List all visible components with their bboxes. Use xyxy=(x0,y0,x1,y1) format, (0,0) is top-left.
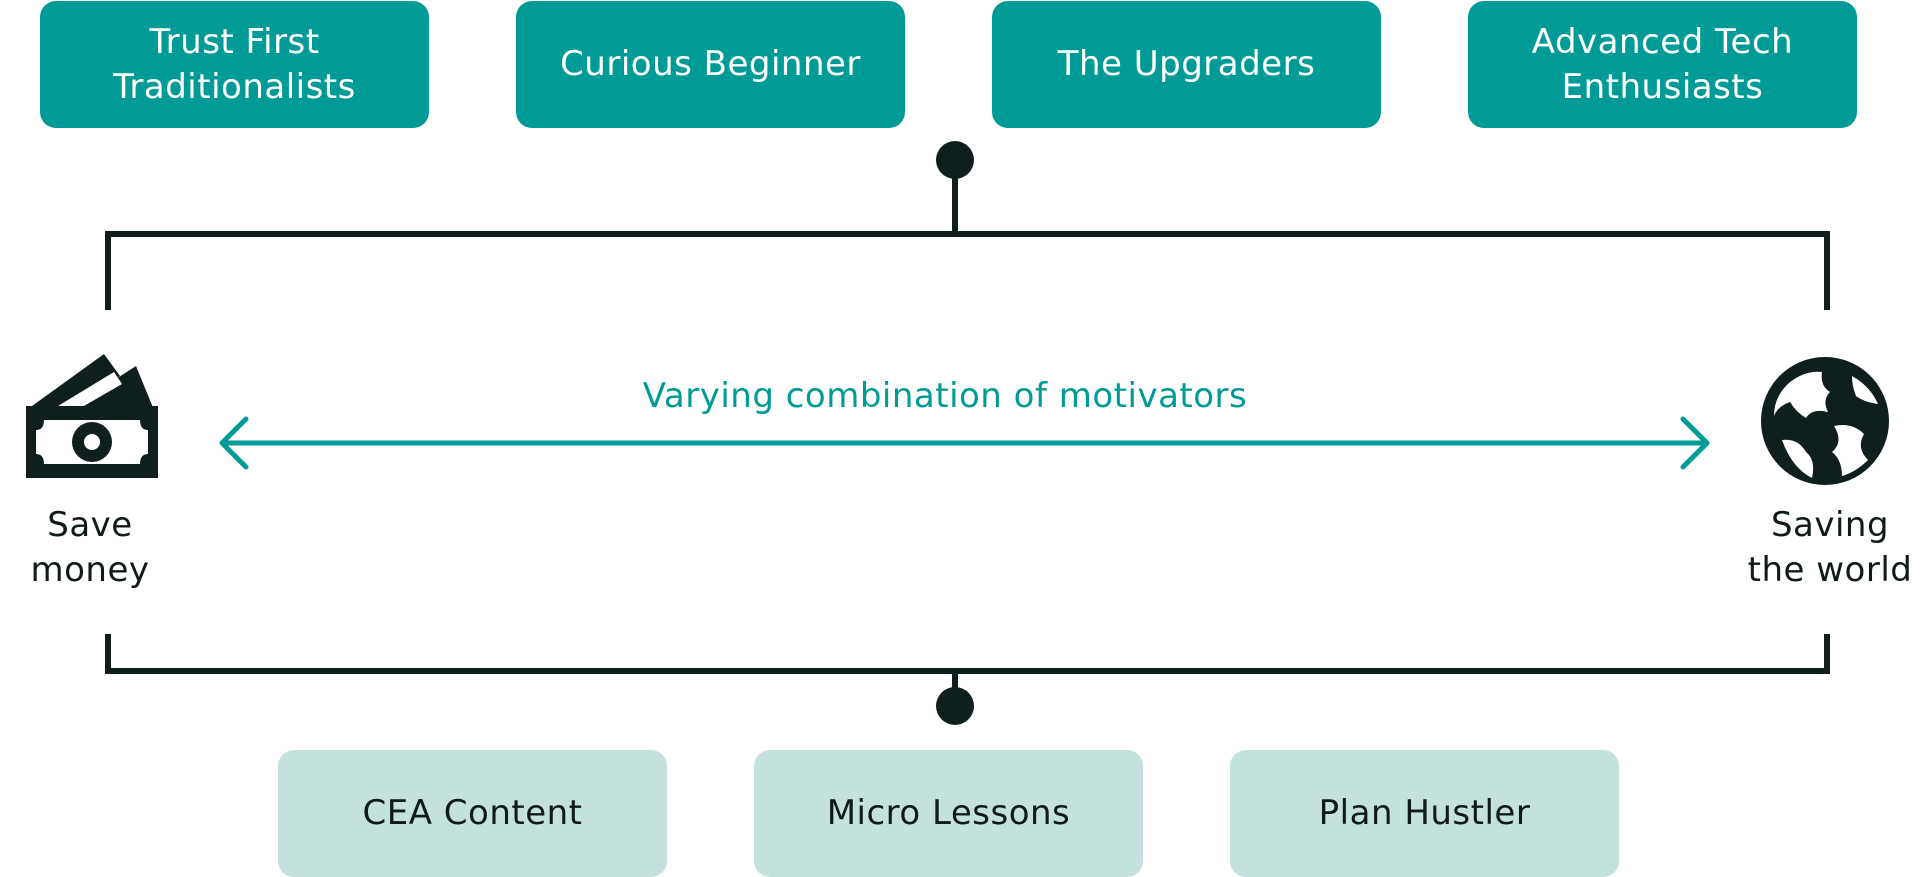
segment-label: Advanced Tech Enthusiasts xyxy=(1531,21,1794,107)
offering-box-cea-content: CEA Content xyxy=(278,750,667,877)
segment-label: The Upgraders xyxy=(1057,44,1316,84)
offering-label: Plan Hustler xyxy=(1318,793,1531,833)
segment-box-curious-beginner: Curious Beginner xyxy=(516,1,905,128)
top-bracket xyxy=(105,231,1830,310)
segment-box-advanced-tech-enthusiasts: Advanced Tech Enthusiasts xyxy=(1468,1,1857,128)
motivator-arrow-right-head xyxy=(1680,416,1710,470)
segment-label: Trust First Traditionalists xyxy=(113,21,356,107)
globe-icon xyxy=(1761,357,1889,485)
offering-label: Micro Lessons xyxy=(826,793,1071,833)
motivator-arrow-left-head xyxy=(219,416,249,470)
save-money-label: Save money xyxy=(10,503,170,593)
saving-the-world-label: Saving the world xyxy=(1745,503,1915,593)
segment-box-the-upgraders: The Upgraders xyxy=(992,1,1381,128)
bottom-connector-dot xyxy=(936,687,974,725)
motivator-label: Varying combination of motivators xyxy=(642,376,1248,416)
save-money-text: Save money xyxy=(30,505,150,590)
bottom-bracket xyxy=(105,634,1830,674)
offering-label: CEA Content xyxy=(362,793,583,833)
segment-label: Curious Beginner xyxy=(560,44,861,84)
segment-box-trust-first-traditionalists: Trust First Traditionalists xyxy=(40,1,429,128)
money-icon xyxy=(26,354,158,478)
offering-box-micro-lessons: Micro Lessons xyxy=(754,750,1143,877)
saving-the-world-text: Saving the world xyxy=(1747,505,1913,590)
offering-box-plan-hustler: Plan Hustler xyxy=(1230,750,1619,877)
